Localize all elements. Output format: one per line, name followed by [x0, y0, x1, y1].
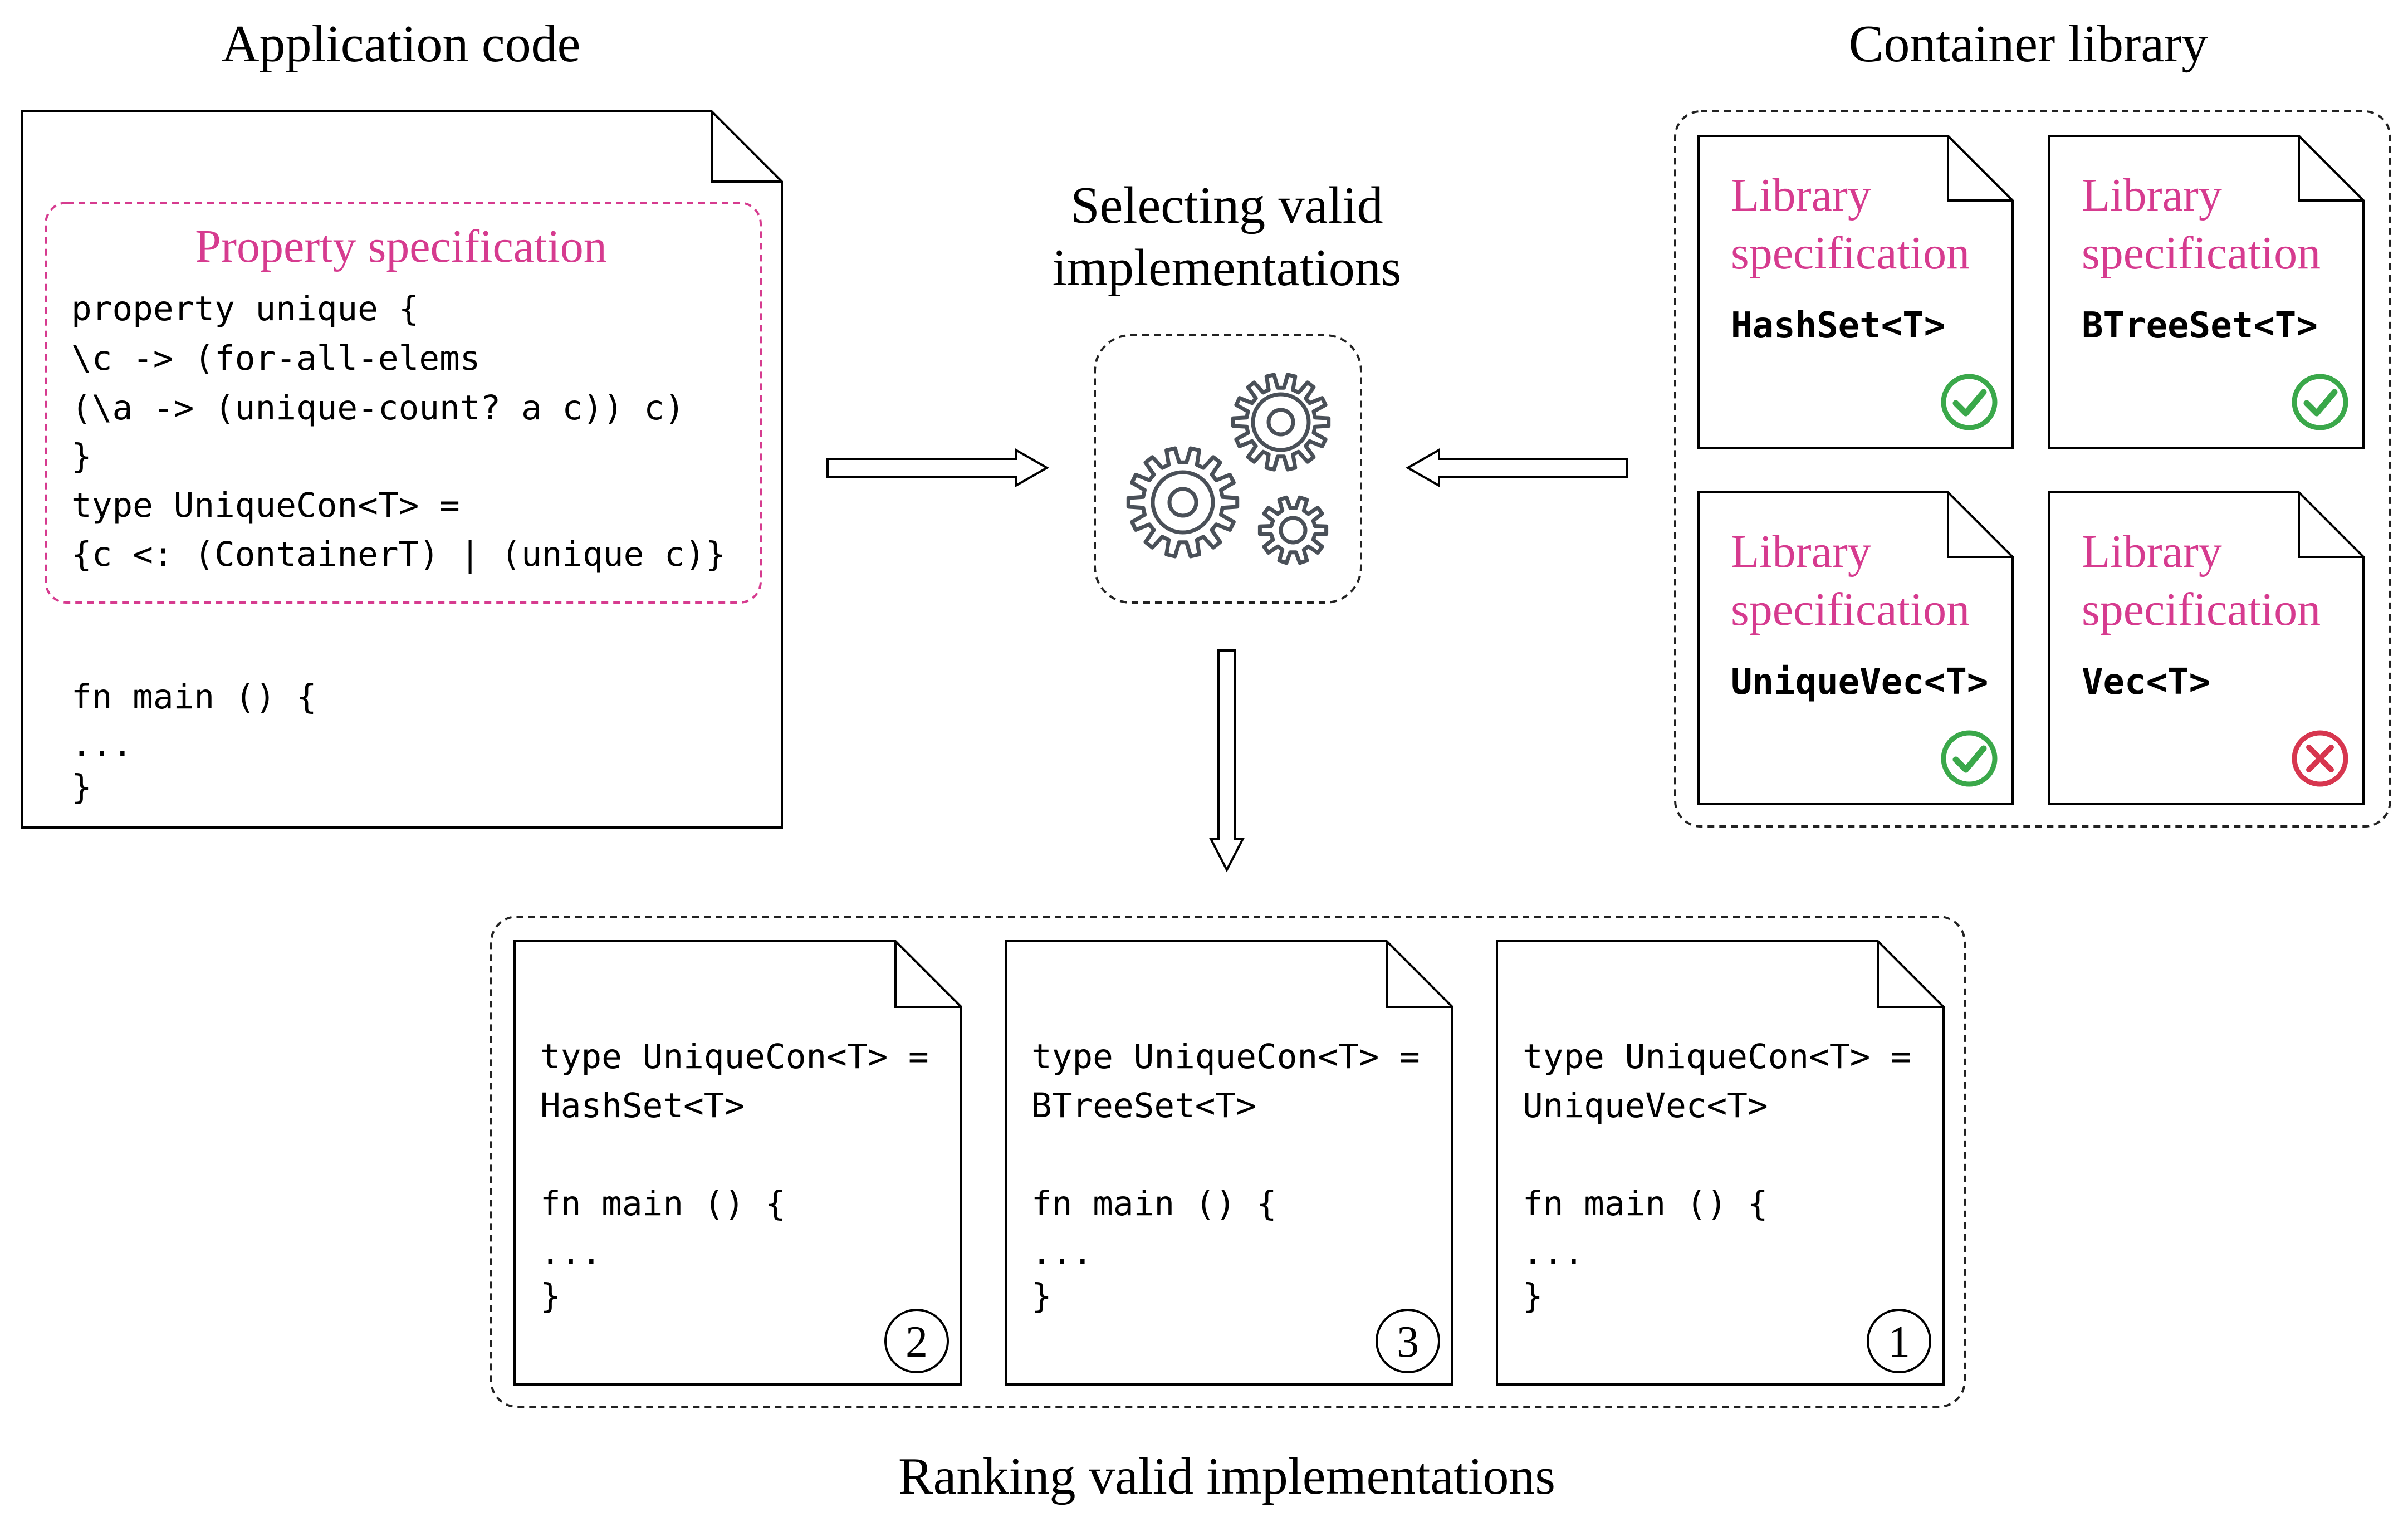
gear-ring [1279, 516, 1308, 545]
code-line: } [540, 1276, 561, 1316]
selector-title-line1: Selecting valid [1070, 177, 1383, 234]
code-line: ... [540, 1233, 601, 1273]
ranking-title: Ranking valid implementations [898, 1447, 1555, 1505]
code-line: type UniqueCon<T> = [1523, 1037, 1911, 1076]
code-line: } [71, 767, 92, 807]
arrow-left-icon [1405, 448, 1628, 488]
code-line: ... [1031, 1233, 1093, 1273]
library-spec-label: specification [2082, 584, 2321, 635]
application-code-title: Application code [222, 15, 581, 73]
library-card-page [1697, 491, 2014, 805]
code-line: fn main () { [540, 1184, 786, 1224]
document-fold [894, 941, 961, 1008]
code-line: } [1031, 1276, 1052, 1316]
gear-ring [1266, 408, 1295, 437]
rank-badge [1867, 1309, 1931, 1373]
rank-number: 3 [1397, 1318, 1419, 1367]
cross-icon [2292, 730, 2348, 787]
code-line: type UniqueCon<T> = [540, 1037, 929, 1076]
code-line: property unique { [71, 289, 419, 329]
gears-icon [1126, 373, 1331, 565]
document-fold [2298, 492, 2363, 558]
gear-icon [1126, 446, 1240, 559]
code-line: {c <: (ContainerT) | (unique c)} [71, 535, 726, 574]
library-cards: LibraryspecificationHashSet<T>Libraryspe… [1697, 135, 2365, 805]
ranked-document: type UniqueCon<T> = BTreeSet<T> fn main (… [1005, 940, 1453, 1386]
check-icon [1941, 730, 1998, 787]
ranked-document: type UniqueCon<T> = HashSet<T> fn main ()… [513, 940, 962, 1386]
gear-ring [1251, 392, 1311, 452]
library-card-page [2048, 491, 2365, 805]
library-spec-label: specification [1731, 227, 1970, 279]
ranked-document-page [1496, 940, 1945, 1386]
code-line: ... [1523, 1233, 1584, 1273]
rank-number: 2 [906, 1318, 928, 1367]
arrow-right-icon [826, 448, 1050, 488]
document-fold [1947, 136, 2013, 202]
code-line: ... [71, 725, 133, 765]
check-icon [2292, 374, 2348, 430]
document-fold [2298, 136, 2363, 202]
ranked-document: type UniqueCon<T> = UniqueVec<T> fn main … [1496, 940, 1945, 1386]
property-spec-code: property unique { \c -> (for-all-elems (… [71, 289, 726, 574]
rank-badge [884, 1309, 949, 1373]
library-spec-label: Library [1731, 169, 1871, 221]
code-line: } [1523, 1276, 1543, 1316]
document-fold [1386, 941, 1452, 1008]
gear-icon [1257, 495, 1329, 565]
library-type-name: HashSet<T> [1731, 305, 1945, 346]
code-line: type UniqueCon<T> = [1031, 1037, 1420, 1076]
code-line: fn main () { [71, 677, 317, 717]
library-type-name: Vec<T> [2082, 662, 2210, 703]
property-specification-box [45, 202, 762, 604]
library-card-page [2048, 135, 2365, 449]
ranked-document-page [513, 940, 962, 1386]
library-type-name: BTreeSet<T> [2082, 305, 2318, 346]
library-spec-label: specification [2082, 227, 2321, 279]
rank-number: 1 [1888, 1318, 1910, 1367]
check-icon [1941, 374, 1998, 430]
library-spec-label: Library [2082, 169, 2222, 221]
selector-box [1094, 334, 1362, 604]
ranked-document-page [1005, 940, 1453, 1386]
library-type-name: UniqueVec<T> [1731, 662, 1988, 703]
code-line: } [71, 437, 92, 476]
container-library-box [1674, 110, 2391, 828]
gear-ring [1151, 470, 1215, 535]
code-line: \c -> (for-all-elems [71, 339, 481, 378]
library-spec-label: Library [2082, 526, 2222, 578]
property-specification-title: Property specification [195, 221, 606, 272]
gear-ring [1167, 487, 1198, 518]
document-fold [711, 111, 782, 183]
document-fold [1947, 492, 2013, 558]
code-line: fn main () { [1523, 1184, 1768, 1224]
document-fold [1877, 941, 1944, 1008]
rank-badge [1376, 1309, 1440, 1373]
code-line: BTreeSet<T> [1031, 1086, 1256, 1125]
code-line: UniqueVec<T> [1523, 1086, 1768, 1125]
library-spec-label: specification [1731, 584, 1970, 635]
code-line: type UniqueCon<T> = [71, 486, 460, 525]
arrow-down-icon [1208, 649, 1245, 873]
library-card-page [1697, 135, 2014, 449]
code-line: (\a -> (unique-count? a c)) c) [71, 388, 685, 428]
code-line: fn main () { [1031, 1184, 1277, 1224]
gear-icon [1231, 373, 1331, 472]
container-library-title: Container library [1849, 15, 2208, 73]
code-line: HashSet<T> [540, 1086, 745, 1125]
application-code-document [21, 110, 783, 829]
library-spec-label: Library [1731, 526, 1871, 578]
selector-title-line2: implementations [1053, 239, 1402, 297]
ranked-documents: type UniqueCon<T> = HashSet<T> fn main ()… [513, 940, 1945, 1386]
main-function-code: fn main () { ... } [71, 677, 317, 807]
